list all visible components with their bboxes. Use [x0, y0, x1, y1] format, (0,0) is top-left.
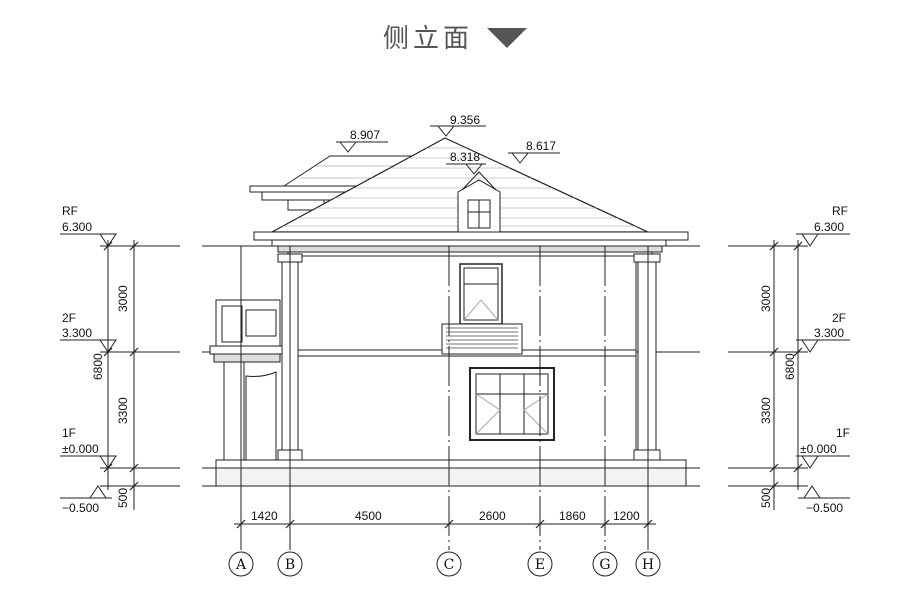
right-level-markers: RF 6.300 2F 3.300 1F ±0.000 −0.500 [796, 204, 850, 515]
vertical-dimensions: 3000 6800 3300 500 3000 6800 3300 500 [91, 285, 797, 508]
dim-lower: 3300 [116, 397, 130, 424]
axis-bubbles: A B C E G H [228, 551, 661, 577]
level-value: 3.300 [62, 326, 92, 340]
dim-base: 500 [116, 488, 130, 508]
drawing-title: 侧立面 [0, 14, 910, 58]
axis-label: G [599, 557, 610, 573]
axis-label: B [285, 557, 295, 573]
level-value: ±0.000 [800, 442, 837, 456]
level-value: 6.300 [62, 220, 92, 234]
building-elevation [209, 137, 689, 487]
dim-lower: 3300 [759, 397, 773, 424]
dormer-elevation: 8.318 [450, 150, 480, 164]
dim-c-e: 2600 [479, 509, 506, 523]
dim-a-b: 1420 [251, 509, 278, 523]
level-value: 3.300 [814, 326, 844, 340]
axis-label: H [642, 557, 654, 573]
level-name: 1F [836, 426, 850, 440]
level-name: 2F [62, 311, 76, 325]
axis-label: E [535, 557, 545, 573]
dim-upper: 3000 [759, 285, 773, 312]
right-roof-elevation: 8.617 [526, 139, 556, 153]
axis-label: A [235, 557, 247, 573]
dim-g-h: 1200 [613, 509, 640, 523]
axis-lines [234, 246, 656, 550]
level-value: 6.300 [814, 220, 844, 234]
dim-upper: 3000 [116, 285, 130, 312]
level-name: 1F [62, 426, 76, 440]
level-name: RF [832, 204, 848, 218]
level-value: −0.500 [62, 501, 99, 515]
dim-total: 6800 [783, 353, 797, 380]
horizontal-dimensions: 1420 4500 2600 1860 1200 [251, 509, 640, 523]
dropdown-triangle-icon [487, 28, 527, 48]
dim-e-g: 1860 [559, 509, 586, 523]
left-roof-elevation: 8.907 [350, 128, 380, 142]
level-name: 2F [832, 311, 846, 325]
title-text: 侧立面 [382, 23, 473, 54]
axis-label: C [444, 557, 455, 573]
level-value: ±0.000 [62, 442, 99, 456]
ridge-elevation: 9.356 [450, 113, 480, 127]
dim-base: 500 [759, 488, 773, 508]
roof-elevations: 9.356 8.907 8.617 8.318 [336, 113, 560, 175]
dim-total: 6800 [91, 353, 105, 380]
level-name: RF [62, 204, 78, 218]
level-value: −0.500 [806, 501, 843, 515]
axis-dim-ticks [236, 519, 653, 529]
left-level-markers: RF 6.300 2F 3.300 1F ±0.000 −0.500 [60, 204, 117, 515]
dim-b-c: 4500 [355, 509, 382, 523]
